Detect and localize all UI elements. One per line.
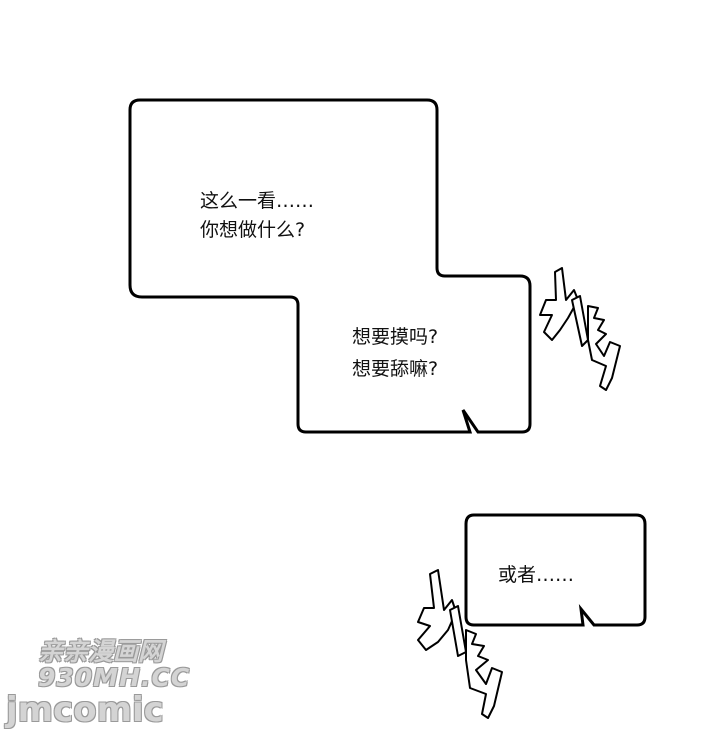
bubble-2-line-1: 想要摸吗?	[352, 326, 439, 348]
bubble-3-line-1: 或者……	[498, 564, 575, 586]
watermark-site-url: 930MH.CC	[38, 663, 191, 692]
watermark-logo: jmcomic	[6, 690, 164, 730]
watermark-site-name: 亲亲漫画网	[38, 637, 164, 666]
sound-effect-1	[539, 267, 621, 391]
sound-effect-2	[417, 569, 503, 719]
bubble-1-line-1: 这么一看……	[200, 190, 315, 212]
bubble-2-line-2: 想要舔嘛?	[352, 358, 439, 380]
speech-bubble-2	[464, 513, 647, 627]
bubble-1-line-2: 你想做什么?	[200, 219, 306, 241]
speech-bubble-1	[128, 98, 532, 434]
